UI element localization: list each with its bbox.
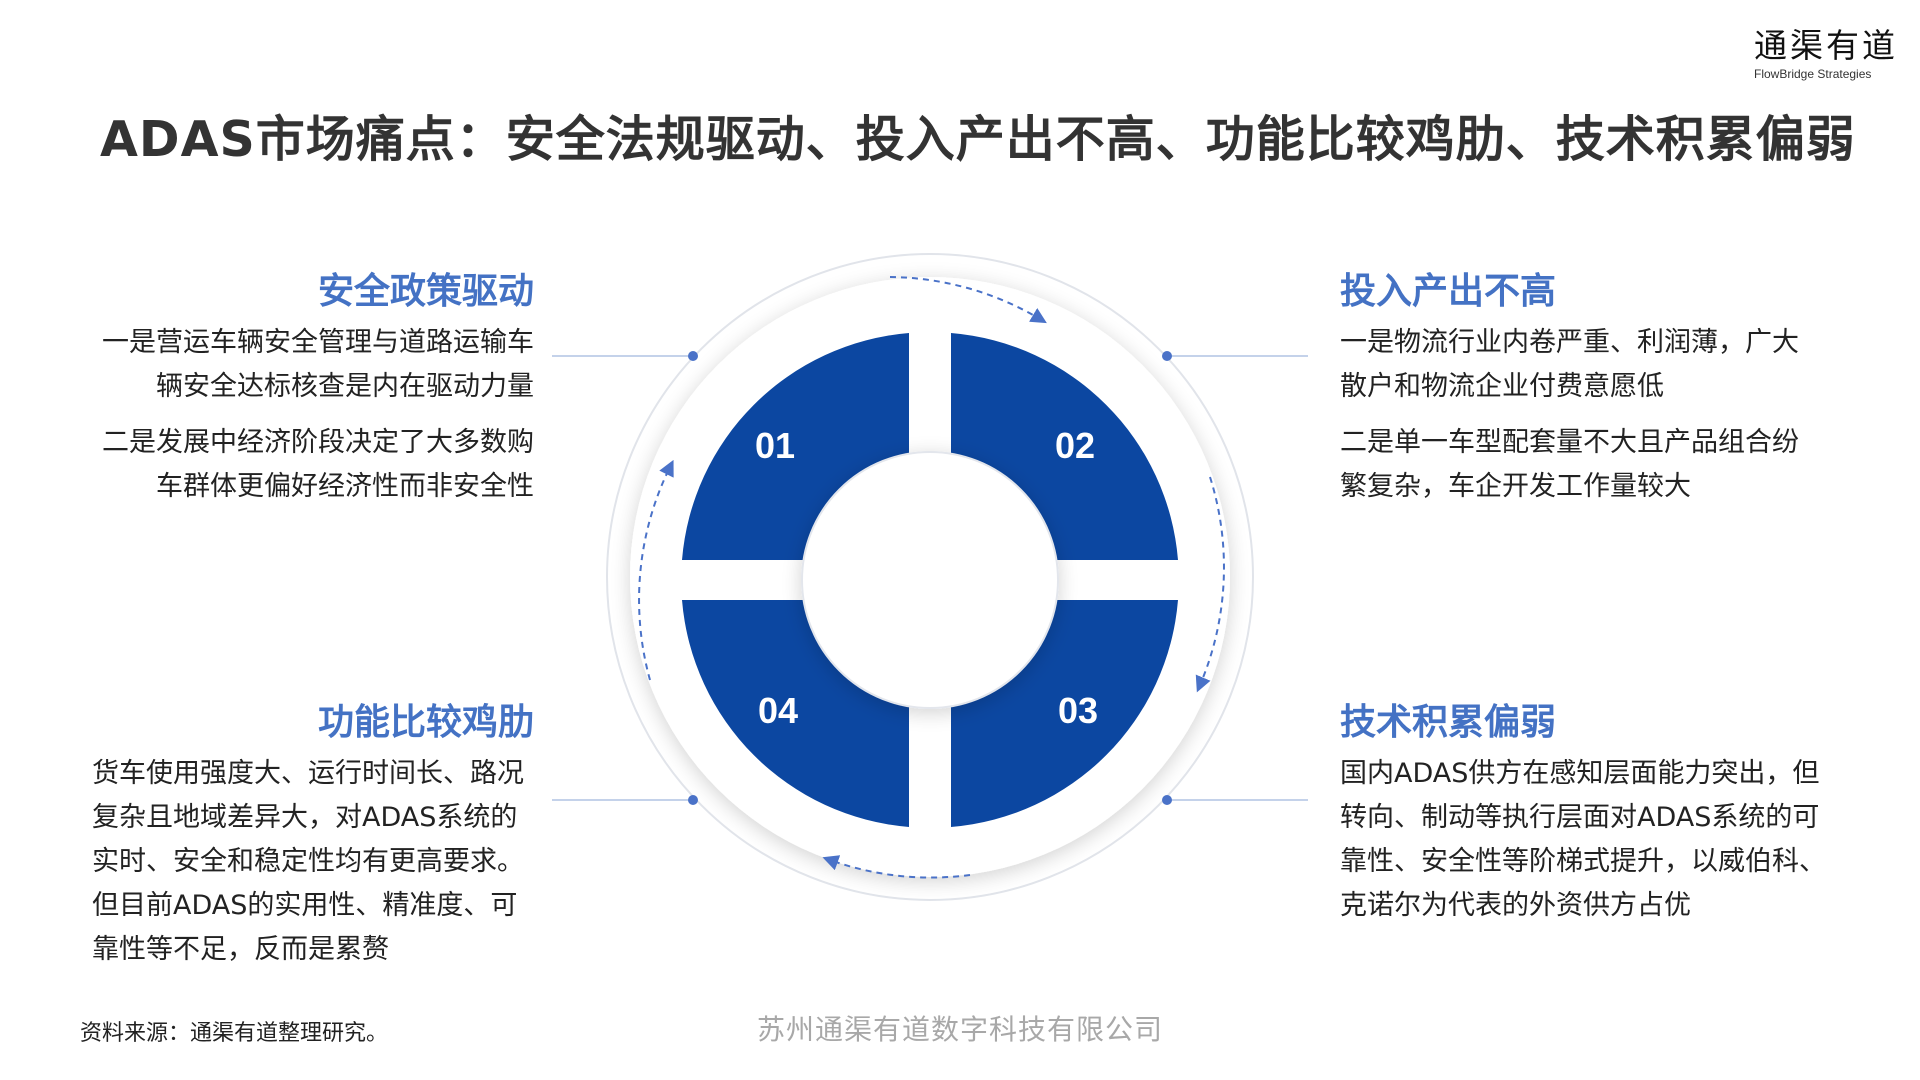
text-safety-point-1: 一是营运车辆安全管理与道路运输车辆安全达标核查是内在驱动力量 xyxy=(102,327,534,402)
text-function-point-1: 货车使用强度大、运行时间长、路况复杂且地域差异大，对ADAS系统的实时、安全和稳… xyxy=(92,758,524,965)
connector-dot-left-bottom xyxy=(688,795,698,805)
arrow-bottom xyxy=(822,855,971,879)
company-logo: 通渠有道 FlowBridge Strategies xyxy=(1754,26,1898,81)
connector-dot-right-bottom xyxy=(1162,795,1172,805)
logo-chinese-name: 通渠有道 xyxy=(1754,26,1898,65)
text-safety-point-2: 二是发展中经济阶段决定了大多数购车群体更偏好经济性而非安全性 xyxy=(102,427,534,502)
segment-number-04: 04 xyxy=(758,690,798,731)
segment-01 xyxy=(682,333,909,560)
source-note: 资料来源：通渠有道整理研究。 xyxy=(80,1021,389,1046)
segment-number-02: 02 xyxy=(1055,425,1095,466)
arrow-top xyxy=(889,276,1047,324)
segment-02 xyxy=(951,333,1178,560)
page-title: ADAS市场痛点：安全法规驱动、投入产出不高、功能比较鸡肋、技术积累偏弱 xyxy=(100,111,1856,168)
outer-ring xyxy=(606,253,1254,901)
block-safety-policy: 安全政策驱动 一是营运车辆安全管理与道路运输车辆安全达标核查是内在驱动力量 二是… xyxy=(92,267,534,521)
heading-roi: 投入产出不高 xyxy=(1340,271,1557,312)
segment-number-01: 01 xyxy=(755,425,795,466)
connector-dot-left-top xyxy=(688,351,698,361)
arrow-left xyxy=(638,459,674,681)
segment-04 xyxy=(682,600,909,827)
logo-english-name: FlowBridge Strategies xyxy=(1754,67,1872,81)
text-roi-point-2: 二是单一车型配套量不大且产品组合纷繁复杂，车企开发工作量较大 xyxy=(1340,427,1799,502)
block-roi: 投入产出不高 一是物流行业内卷严重、利润薄，广大散户和物流企业付费意愿低 二是单… xyxy=(1340,267,1820,521)
heading-tech: 技术积累偏弱 xyxy=(1340,702,1557,743)
arrow-right xyxy=(1195,476,1225,693)
connector-dot-right-top xyxy=(1162,351,1172,361)
inner-circle xyxy=(801,451,1059,709)
heading-safety-policy: 安全政策驱动 xyxy=(317,271,534,312)
text-tech-point-1: 国内ADAS供方在感知层面能力突出，但转向、制动等执行层面对ADAS系统的可靠性… xyxy=(1340,758,1826,921)
segment-number-03: 03 xyxy=(1058,690,1098,731)
heading-function: 功能比较鸡肋 xyxy=(317,702,534,743)
company-footer: 苏州通渠有道数字科技有限公司 xyxy=(756,1013,1163,1046)
text-roi-point-1: 一是物流行业内卷严重、利润薄，广大散户和物流企业付费意愿低 xyxy=(1340,327,1799,402)
block-tech: 技术积累偏弱 国内ADAS供方在感知层面能力突出，但转向、制动等执行层面对ADA… xyxy=(1340,698,1840,940)
segment-03 xyxy=(951,600,1178,827)
block-function: 功能比较鸡肋 货车使用强度大、运行时间长、路况复杂且地域差异大，对ADAS系统的… xyxy=(92,698,534,984)
